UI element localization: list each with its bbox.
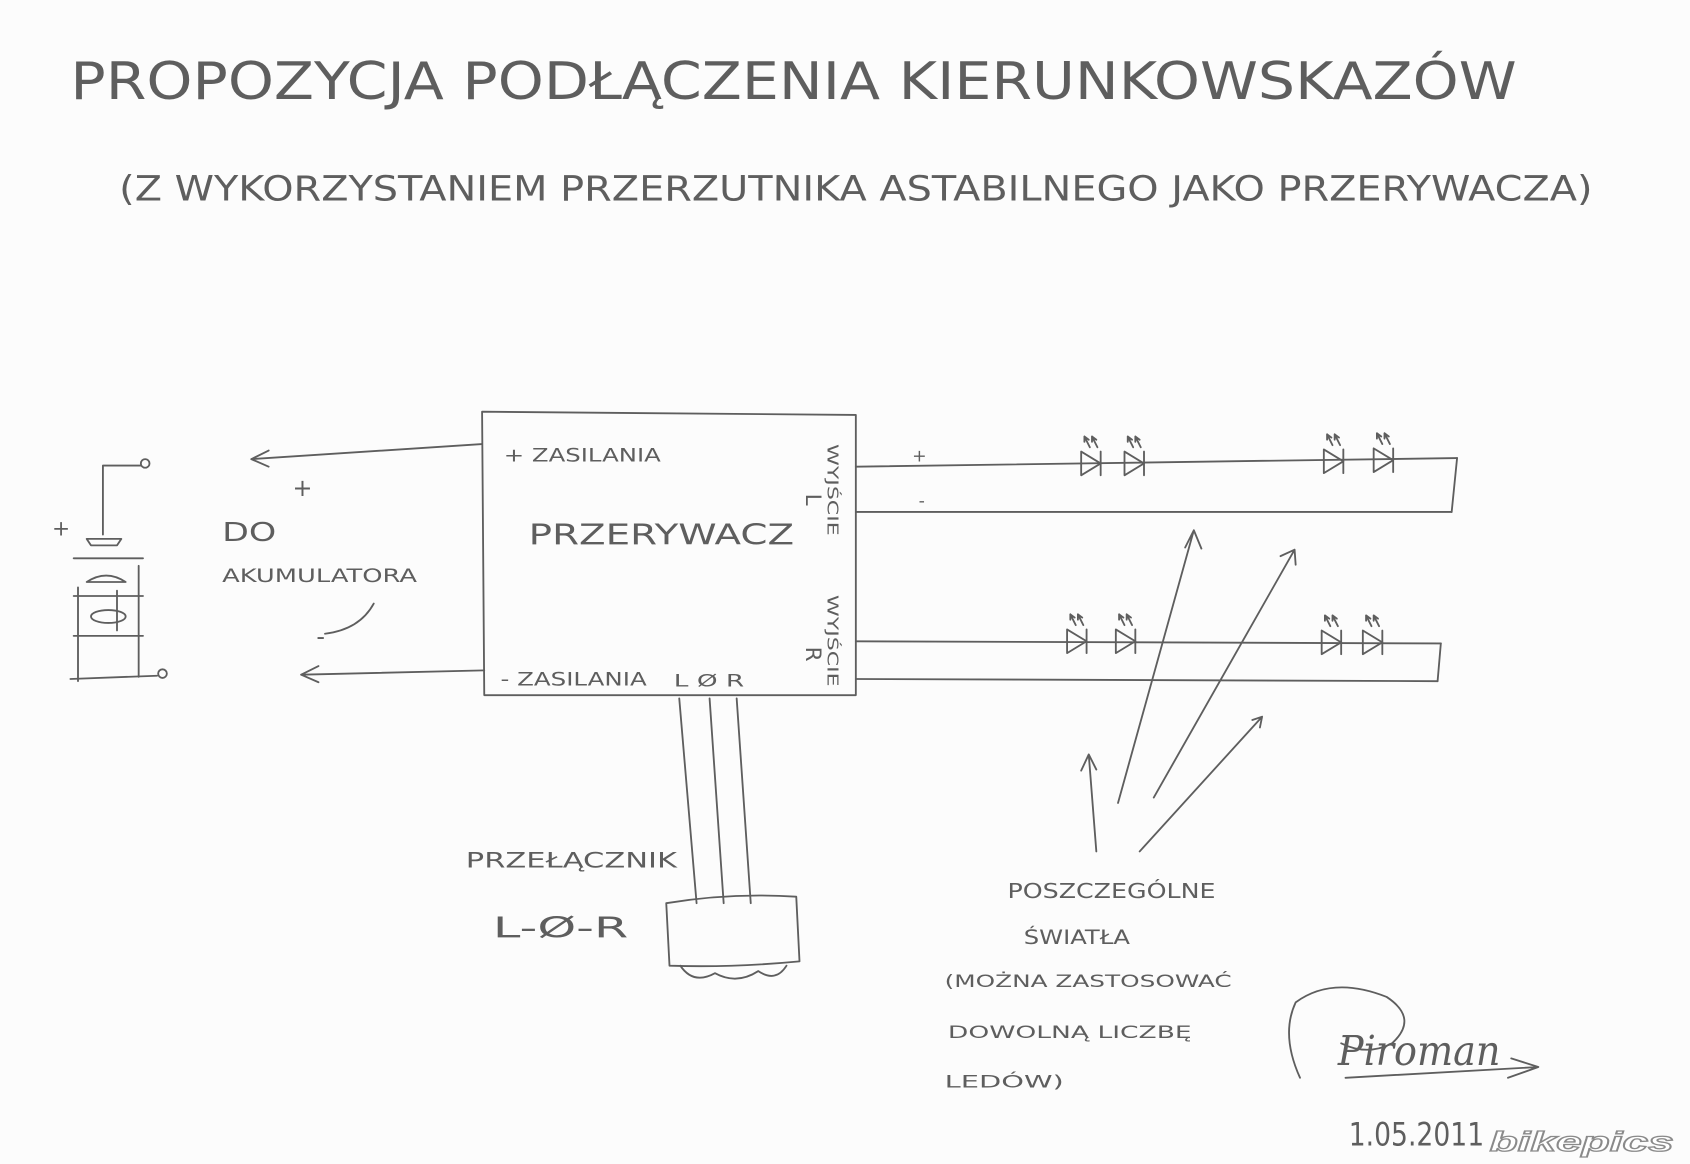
led-string-bottom-plus-wire [854, 640, 1442, 645]
switch-wire-l [678, 697, 698, 905]
led-symbol [1080, 435, 1102, 477]
switch-wire-r [735, 697, 752, 905]
battery-plus-sign: + [52, 517, 70, 542]
battery-symbol [69, 458, 168, 683]
note-line4: DOWOLNĄ LICZBĘ [948, 1023, 1192, 1043]
led-string-top-return [1450, 457, 1459, 513]
led-string-top-plus: + [912, 446, 927, 466]
signature-arrow [1344, 1057, 1540, 1079]
watermark-logo: bikepics [1490, 1126, 1674, 1157]
signature-flourish [1288, 986, 1406, 1079]
output-right-label: WYJŚCIE [824, 595, 843, 687]
interrupter-label: PRZERYWACZ [529, 518, 794, 551]
switch-label-line1: PRZEŁĄCZNIK [466, 849, 678, 874]
note-line2: ŚWIATŁA [1024, 925, 1131, 949]
led-symbol [1361, 614, 1384, 656]
output-left-label: WYJŚCIE [824, 444, 843, 536]
led-symbol [1322, 433, 1345, 475]
led-string-bottom-return [1436, 642, 1442, 683]
led-string-bottom-minus-wire [854, 678, 1439, 683]
led-string-top-plus-wire [854, 457, 1459, 468]
battery-wire-minus: - [316, 623, 325, 651]
minus-supply-label: - ZASILANIA [501, 670, 648, 691]
page-subtitle: (Z WYKORZYSTANIEM PRZERZUTNIKA ASTABILNE… [119, 170, 1592, 210]
minus-wire-arrowhead [300, 665, 320, 684]
note-arrow-4 [1080, 753, 1098, 853]
plus-wire-arrowhead [250, 449, 270, 468]
signature: Piroman [1337, 1027, 1500, 1075]
led-string-top-minus: - [919, 492, 925, 512]
battery-wire-plus: + [293, 474, 313, 502]
led-symbol [1372, 432, 1395, 473]
note-line5: LEDÓW) [945, 1071, 1064, 1093]
note-arrow-2 [1152, 548, 1297, 799]
note-arrow-3 [1138, 715, 1264, 853]
date: 1.05.2011 [1349, 1116, 1484, 1154]
pencil-squiggle [324, 602, 375, 635]
switch-label-line2: L-Ø-R [493, 912, 628, 945]
battery-label-line1: DO [222, 518, 276, 548]
output-right-side: R [800, 647, 825, 662]
switch-wire-0 [708, 697, 725, 905]
page-title: PROPOZYCJA PODŁĄCZENIA KIERUNKOWSKAZÓW [70, 50, 1516, 112]
led-symbol [1114, 613, 1137, 655]
led-symbol [1320, 614, 1343, 656]
led-symbol [1066, 613, 1088, 655]
plus-supply-label: + ZASILANIA [504, 445, 662, 466]
led-symbol [1123, 435, 1145, 477]
interrupter-box [481, 410, 857, 697]
switch-inputs-label: L Ø R [674, 672, 744, 692]
switch-symbol [665, 894, 801, 980]
output-left-side: L [800, 494, 825, 506]
note-line3: (MOŻNA ZASTOSOWAĆ [945, 970, 1232, 992]
battery-label-line2: AKUMULATORA [222, 566, 418, 587]
note-arrow-1 [1117, 529, 1203, 804]
minus-supply-wire [300, 669, 486, 676]
note-line1: POSZCZEGÓLNE [1008, 878, 1216, 903]
plus-supply-wire [250, 443, 484, 461]
